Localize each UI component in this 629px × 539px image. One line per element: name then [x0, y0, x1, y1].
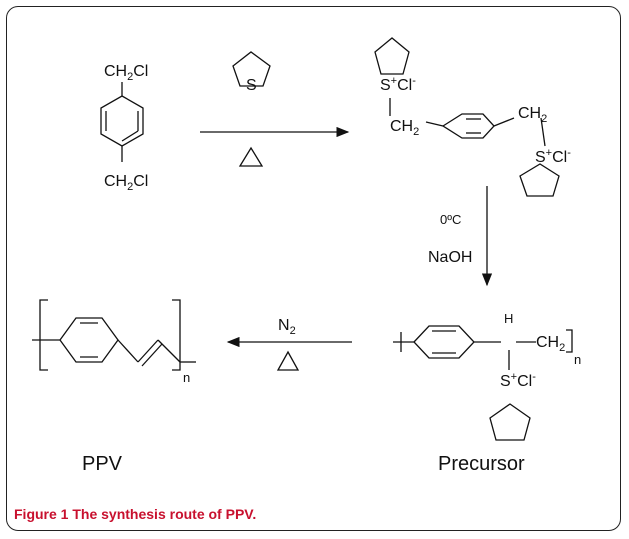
- step3-arrow: [226, 336, 352, 371]
- figure-caption: Figure 1 The synthesis route of PPV.: [14, 506, 256, 522]
- precursor-name: Precursor: [438, 453, 525, 475]
- step1-arrow: [200, 51, 350, 167]
- caption-label: Figure 1: [14, 506, 69, 522]
- salt-sulfonium-bottom: S+Cl-: [535, 147, 571, 166]
- step2-temperature: 0ºC: [440, 212, 461, 227]
- salt-ch2-right: CH2: [518, 105, 547, 125]
- salt-sulfonium-top: S+Cl-: [380, 75, 416, 94]
- precursor-ch2: CH2: [536, 334, 565, 354]
- tht-sulfur: S: [246, 77, 257, 94]
- caption-text: The synthesis route of PPV.: [72, 506, 257, 522]
- ppv-name: PPV: [82, 453, 123, 475]
- precursor-molecule: [393, 325, 573, 441]
- reactant-bottom-group: CH2Cl: [104, 173, 148, 193]
- reactant-molecule: [100, 82, 144, 162]
- sulfonium-salt: [374, 37, 560, 197]
- ppv-n: n: [183, 370, 190, 385]
- precursor-sulfonium: S+Cl-: [500, 371, 536, 390]
- salt-ch2-left: CH2: [390, 118, 419, 138]
- precursor-n: n: [574, 352, 581, 367]
- reactant-top-group: CH2Cl: [104, 63, 148, 83]
- figure-frame: [6, 6, 621, 531]
- step3-gas: N2: [278, 317, 296, 337]
- step2-reagent: NaOH: [428, 249, 472, 266]
- precursor-h: H: [504, 311, 513, 326]
- ppv-molecule: [32, 299, 196, 371]
